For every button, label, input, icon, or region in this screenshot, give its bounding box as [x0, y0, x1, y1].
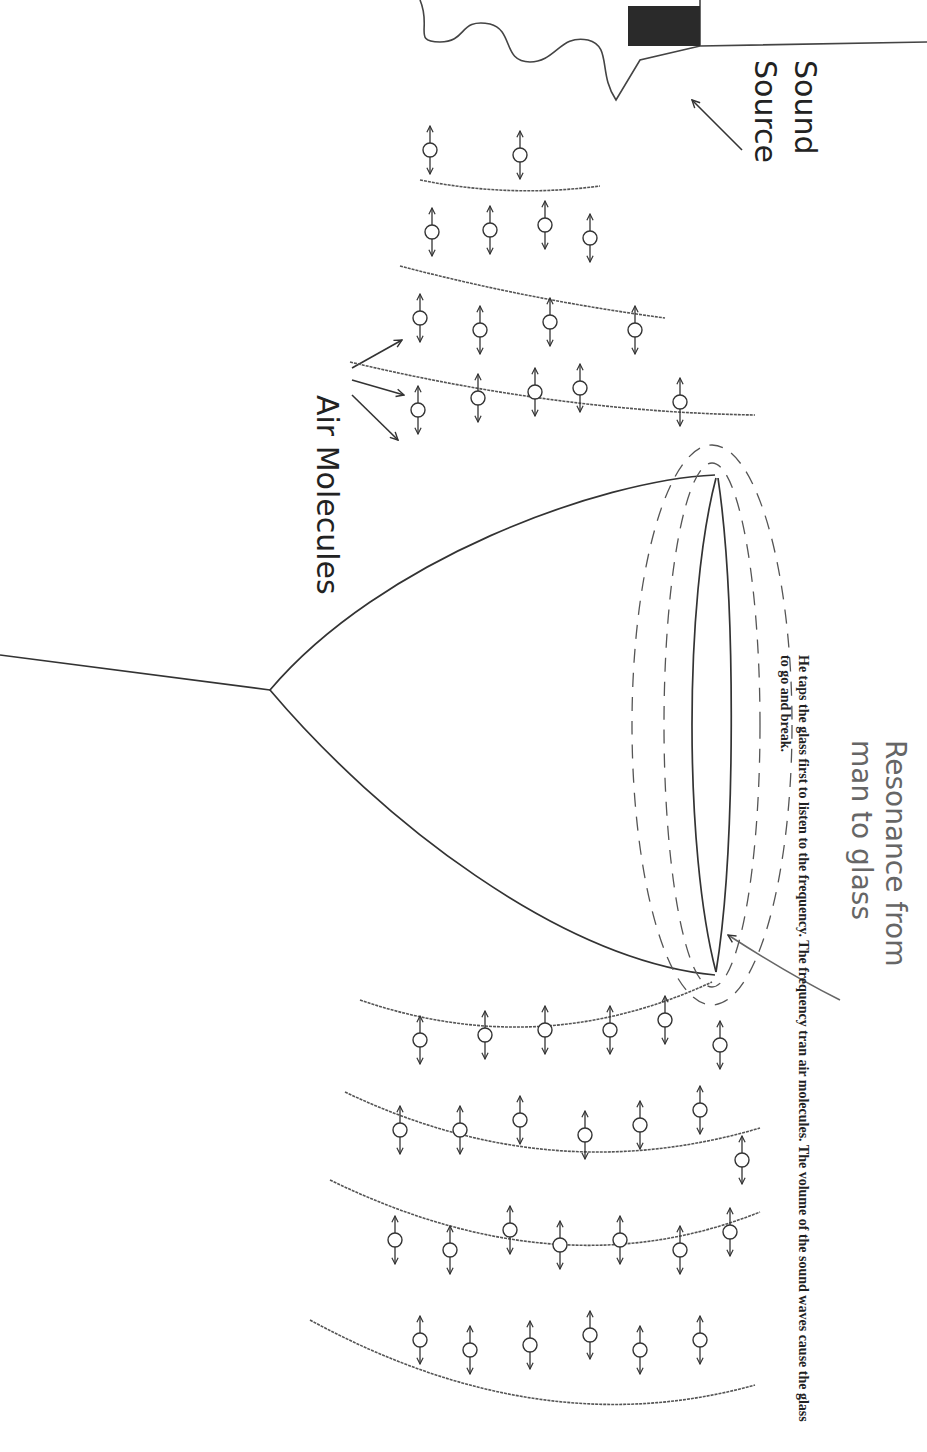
air-molecule [473, 306, 487, 354]
air-molecules [388, 126, 749, 1374]
air-molecule [463, 1326, 477, 1374]
air-molecule [553, 1221, 567, 1269]
air-molecule [411, 386, 425, 434]
air-molecule [583, 214, 597, 262]
wave-front [310, 180, 760, 1404]
air-molecule [393, 1106, 407, 1154]
caption-text: He taps the glass first to listen to the… [776, 655, 812, 1435]
leader-arrow [352, 380, 404, 395]
air-molecule [503, 1206, 517, 1254]
leader-arrow [692, 100, 742, 150]
air-molecule [413, 1316, 427, 1364]
air-molecule [513, 131, 527, 179]
air-molecule [413, 1016, 427, 1064]
air-molecule [633, 1101, 647, 1149]
air-molecule [483, 206, 497, 254]
air-molecule [423, 126, 437, 174]
air-molecule [523, 1321, 537, 1369]
air-molecule [693, 1316, 707, 1364]
air-molecule [453, 1106, 467, 1154]
air-molecule [658, 996, 672, 1044]
air-molecule [583, 1311, 597, 1359]
air-molecule [735, 1136, 749, 1184]
air-molecule [513, 1096, 527, 1144]
air-molecule [673, 378, 687, 426]
air-molecule [603, 1006, 617, 1054]
air-molecule [713, 1021, 727, 1069]
air-molecule [573, 364, 587, 412]
speaker-box [628, 6, 700, 46]
air-molecule [471, 374, 485, 422]
source-label: Sound Source [745, 60, 825, 220]
air-molecule [543, 298, 557, 346]
air-molecule [673, 1226, 687, 1274]
molecule-label: Air Molecules [309, 395, 345, 655]
air-molecule [478, 1011, 492, 1059]
leader-arrow [352, 395, 398, 440]
air-molecule [613, 1216, 627, 1264]
air-molecule [628, 306, 642, 354]
sound-source [420, 0, 927, 100]
air-molecule [443, 1226, 457, 1274]
air-molecule [413, 294, 427, 342]
air-molecule [388, 1216, 402, 1264]
air-molecule [723, 1208, 737, 1256]
air-molecule [693, 1086, 707, 1134]
resonance-label: Resonance from man to glass [844, 740, 912, 980]
air-molecule [538, 201, 552, 249]
wine-glass [0, 475, 731, 975]
air-molecule [425, 208, 439, 256]
air-molecule [578, 1111, 592, 1159]
vibration-lines [632, 445, 792, 1005]
air-molecule [633, 1326, 647, 1374]
leader-arrow [728, 935, 840, 1000]
air-molecule [528, 368, 542, 416]
air-molecule [538, 1006, 552, 1054]
